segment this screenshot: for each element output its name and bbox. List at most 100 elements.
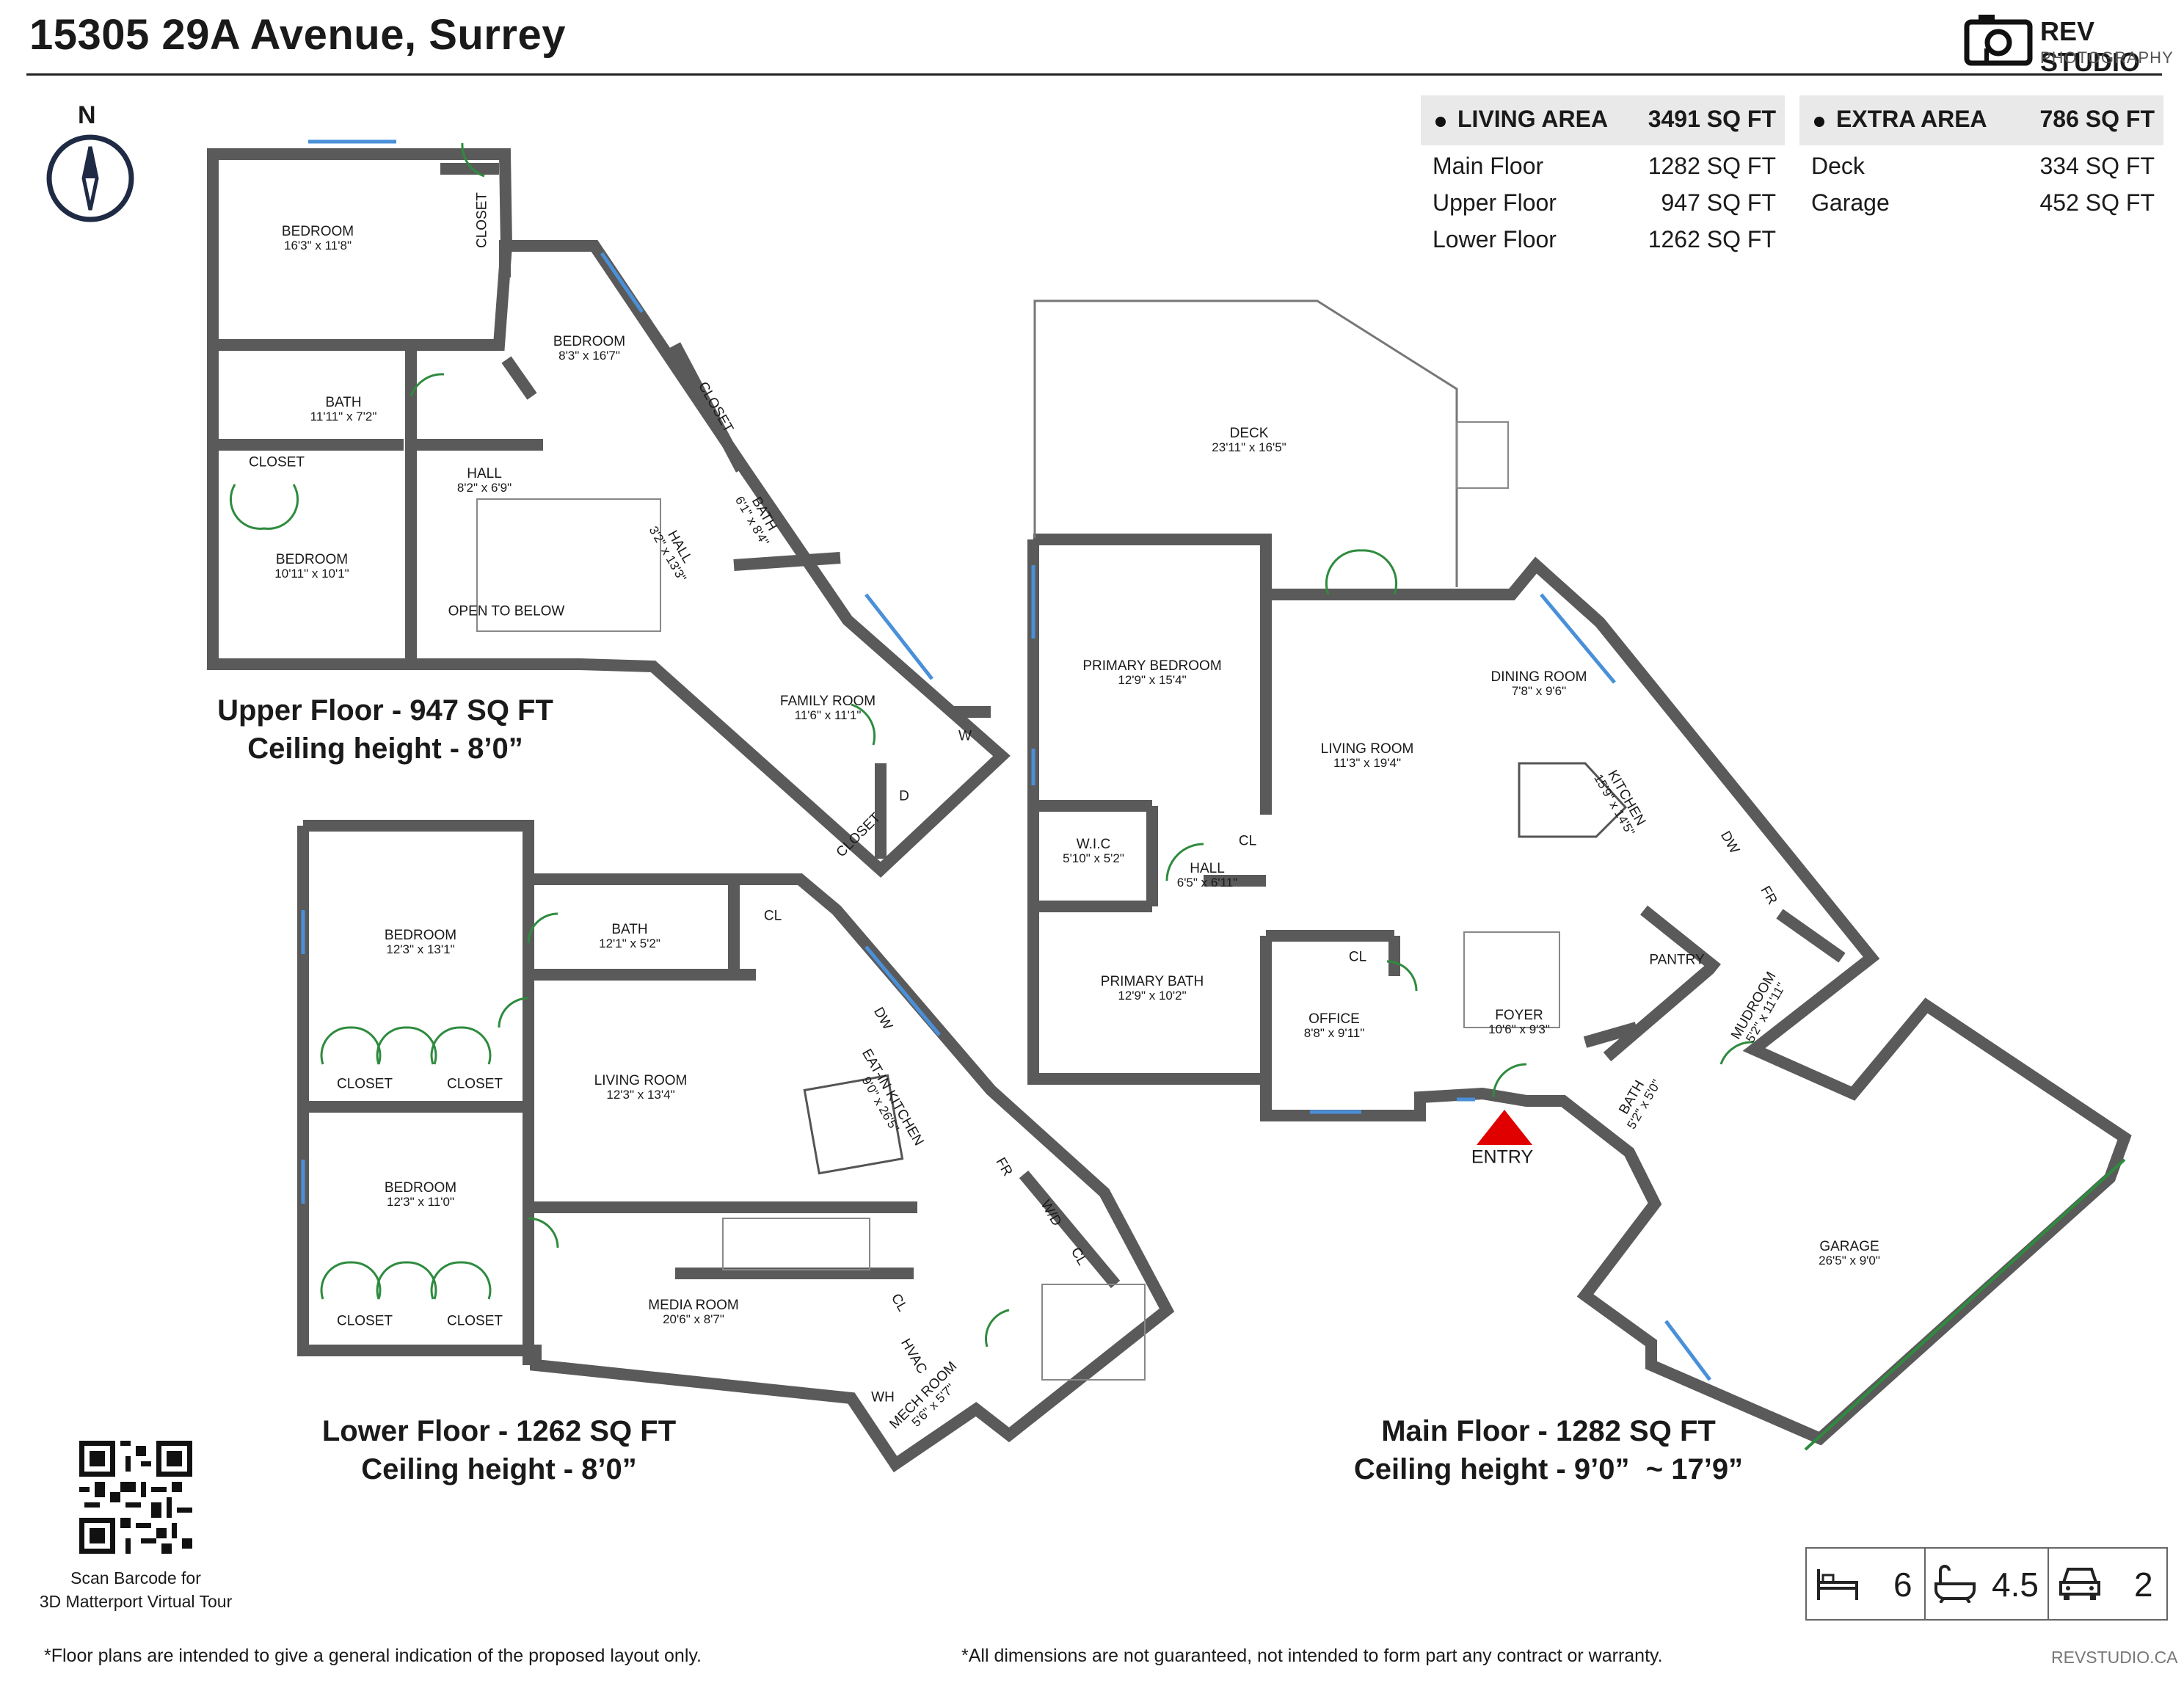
deck-stairs xyxy=(1456,421,1509,489)
floor-area: Upper Floor - 947 SQ FT xyxy=(217,694,553,727)
window xyxy=(600,252,644,313)
room-label: PANTRY xyxy=(1649,952,1705,968)
room-label: W xyxy=(958,728,972,744)
row-value: 334 SQ FT xyxy=(2039,153,2155,179)
garage-cell: 2 xyxy=(2048,1549,2166,1619)
qr-caption-line: 3D Matterport Virtual Tour xyxy=(39,1592,233,1611)
row-name: Garage xyxy=(1811,189,1890,216)
door-swing xyxy=(984,1309,1010,1348)
bed-icon xyxy=(1817,1569,1858,1600)
lower-exit-stairs xyxy=(1041,1284,1146,1381)
beds-count: 6 xyxy=(1893,1565,1912,1604)
extra-area-total: 786 SQ FT xyxy=(2039,106,2155,132)
disclaimer-center: *All dimensions are not guaranteed, not … xyxy=(961,1645,1663,1666)
closet-door xyxy=(320,1026,382,1065)
main-wall xyxy=(1583,1022,1639,1048)
main-stairs xyxy=(1463,931,1560,1028)
closet-door xyxy=(430,1026,492,1065)
ceiling-height: Ceiling height - 9’0” ~ 17’9” xyxy=(1353,1453,1744,1485)
door-swing xyxy=(1492,1063,1527,1098)
room-label: WH xyxy=(871,1389,895,1405)
baths-count: 4.5 xyxy=(1992,1565,2039,1604)
room-label: CLOSET xyxy=(446,1313,503,1329)
window xyxy=(1664,1320,1711,1381)
door-swing xyxy=(1325,549,1362,595)
door-swing xyxy=(1165,843,1204,881)
car-icon xyxy=(2059,1568,2100,1600)
extra-area-header: EXTRA AREA 786 SQ FT xyxy=(1799,95,2163,145)
closet-door xyxy=(430,1261,492,1300)
living-area-total: 3491 SQ FT xyxy=(1648,106,1776,132)
property-summary: 6 4.5 2 xyxy=(1805,1547,2168,1621)
door-swing xyxy=(1719,1041,1755,1065)
row-value: 947 SQ FT xyxy=(1661,189,1777,216)
floor-area: Lower Floor - 1262 SQ FT xyxy=(321,1415,677,1447)
upper-floor-walls xyxy=(207,148,1011,878)
room-label: D xyxy=(899,788,909,804)
room-label: CL xyxy=(763,908,782,924)
compass-icon xyxy=(46,134,134,222)
closet-door xyxy=(376,1026,437,1065)
upper-wall xyxy=(501,356,537,400)
row-value: 452 SQ FT xyxy=(2039,189,2155,216)
room-label: CLOSET xyxy=(336,1076,393,1092)
row-name: Deck xyxy=(1811,153,1865,179)
qr-caption: Scan Barcode for 3D Matterport Virtual T… xyxy=(15,1566,257,1613)
room-label: CLOSET xyxy=(474,192,490,249)
room-label: CL xyxy=(1348,949,1367,965)
window xyxy=(864,593,933,680)
upper-wall xyxy=(733,552,841,571)
floor-area: Main Floor - 1282 SQ FT xyxy=(1381,1415,1716,1447)
lower-wall xyxy=(1019,1170,1121,1289)
door-swing xyxy=(528,1217,559,1248)
garage-count: 2 xyxy=(2134,1565,2153,1604)
row-value: 1262 SQ FT xyxy=(1648,226,1776,252)
main-floor-walls xyxy=(1027,534,2132,1446)
logo-subtext: PHOTOGRAPHY xyxy=(2040,48,2174,67)
door-swing xyxy=(1386,960,1418,992)
header-divider xyxy=(26,73,2162,76)
door-swing xyxy=(461,142,485,178)
door-swing xyxy=(498,997,529,1028)
beds-cell: 6 xyxy=(1807,1549,1926,1619)
main-wall xyxy=(1776,909,1846,963)
qr-code[interactable] xyxy=(79,1441,192,1554)
table-row: Garage 452 SQ FT xyxy=(1799,189,2163,226)
closet-door xyxy=(376,1261,437,1300)
lower-floor-label: Lower Floor - 1262 SQ FT Ceiling height … xyxy=(279,1412,719,1488)
room-label: CLOSET xyxy=(446,1076,503,1092)
website-link[interactable]: REVSTUDIO.CA xyxy=(2051,1648,2178,1667)
door-swing xyxy=(1361,549,1398,595)
compass-label: N xyxy=(78,101,96,129)
qr-caption-line: Scan Barcode for xyxy=(70,1568,201,1588)
table-row: Lower Floor 1262 SQ FT xyxy=(1421,226,1785,263)
lower-floor-walls xyxy=(297,820,1175,1473)
table-row: Main Floor 1282 SQ FT xyxy=(1421,153,1785,189)
table-row: Upper Floor 947 SQ FT xyxy=(1421,189,1785,226)
row-value: 1282 SQ FT xyxy=(1648,153,1776,179)
living-area-header: LIVING AREA 3491 SQ FT xyxy=(1421,95,1785,145)
garage-door xyxy=(1804,1158,2126,1451)
bullet-icon xyxy=(1814,117,1824,127)
extra-area-rows: Deck 334 SQ FT Garage 452 SQ FT xyxy=(1799,153,2163,226)
bathtub-icon xyxy=(1934,1565,1976,1603)
logo-text: REV STUDIO xyxy=(2040,16,2141,77)
window xyxy=(864,945,941,1036)
extra-area-label: EXTRA AREA xyxy=(1836,106,1987,132)
